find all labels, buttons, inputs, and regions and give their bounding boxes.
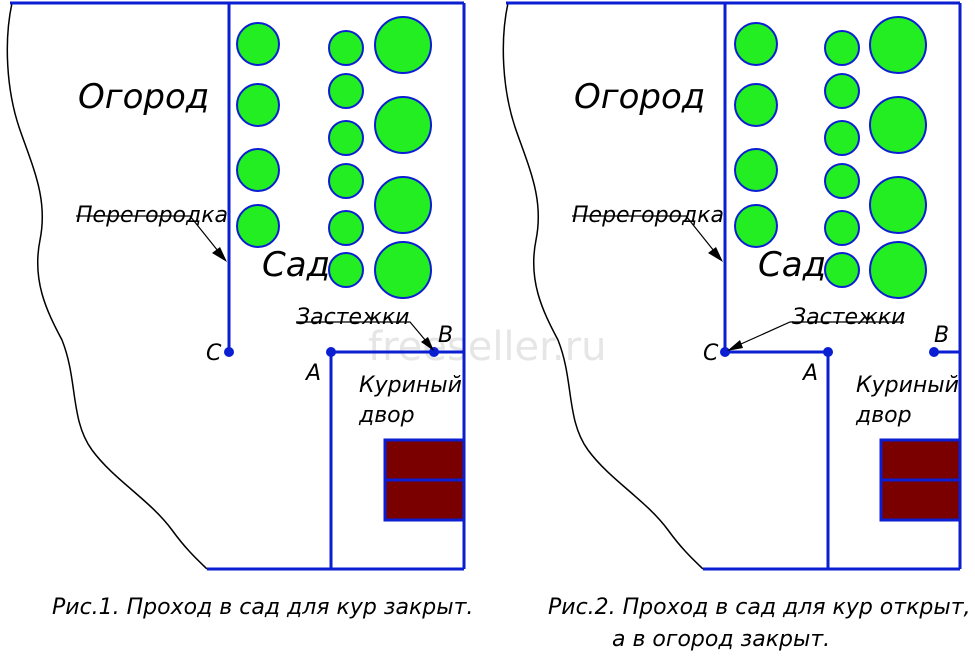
- tree: [328, 163, 364, 199]
- label-partition: Перегородка: [76, 203, 228, 228]
- orchard-trees: [734, 16, 927, 299]
- tree: [374, 96, 432, 154]
- latch-arrowhead: [421, 337, 434, 351]
- tree: [869, 16, 927, 74]
- label-orchard: Сад: [262, 245, 330, 285]
- label-point-a: A: [304, 361, 321, 386]
- tree: [328, 120, 364, 156]
- tree: [328, 30, 364, 66]
- tree: [734, 22, 778, 66]
- label-yard-line1: Куриный: [359, 373, 462, 398]
- figure-1: Огород Перегородка Сад Застежки Куриный …: [6, 1, 473, 620]
- tree: [734, 204, 778, 248]
- tree: [328, 252, 364, 288]
- tree: [824, 163, 860, 199]
- tree: [824, 73, 860, 109]
- tree: [824, 120, 860, 156]
- tree: [824, 30, 860, 66]
- figure-2-caption-line1: Рис.2. Проход в сад для кур открыт,: [548, 595, 971, 620]
- tree: [328, 210, 364, 246]
- partition-leader: [572, 215, 719, 257]
- point-c-marker: [720, 347, 730, 357]
- label-partition: Перегородка: [572, 203, 724, 228]
- partition-arrowhead: [708, 247, 723, 262]
- label-latches: Застежки: [792, 305, 905, 330]
- label-yard-line1: Куриный: [856, 373, 959, 398]
- tree: [869, 96, 927, 154]
- tree: [869, 176, 927, 234]
- figure-1-caption: Рис.1. Проход в сад для кур закрыт.: [52, 595, 473, 620]
- tree: [236, 204, 280, 248]
- tree: [236, 83, 280, 127]
- tree: [869, 241, 927, 299]
- figure-2: Огород Перегородка Сад Застежки Куриный …: [502, 1, 971, 652]
- tree: [374, 16, 432, 74]
- label-point-b: B: [438, 323, 453, 348]
- label-yard-line2: двор: [358, 403, 415, 428]
- label-vegetable-garden: Огород: [574, 77, 705, 117]
- point-a-marker: [823, 347, 833, 357]
- latch-leader: [731, 321, 904, 349]
- chicken-coop-bottom: [879, 478, 962, 522]
- label-orchard: Сад: [758, 245, 826, 285]
- chicken-coop-bottom: [383, 478, 466, 522]
- point-b-marker: [929, 347, 939, 357]
- tree: [236, 22, 280, 66]
- watermark: freeseller.ru: [368, 324, 606, 370]
- plot-boundary-left: [502, 2, 704, 570]
- tree: [236, 148, 280, 192]
- label-point-b: B: [934, 323, 949, 348]
- label-point-a: A: [801, 361, 818, 386]
- tree: [824, 252, 860, 288]
- tree: [374, 176, 432, 234]
- orchard-trees: [236, 16, 432, 299]
- point-a-marker: [326, 347, 336, 357]
- point-b-marker: [429, 347, 439, 357]
- point-c-marker: [224, 347, 234, 357]
- latch-arrowhead: [727, 340, 743, 351]
- plot-boundary-left: [6, 2, 208, 570]
- label-latches: Застежки: [296, 305, 409, 330]
- tree: [328, 73, 364, 109]
- tree: [734, 148, 778, 192]
- tree: [374, 241, 432, 299]
- partition-arrowhead: [212, 247, 227, 262]
- partition-leader: [76, 215, 223, 257]
- figure-2-caption-line2: а в огород закрыт.: [612, 627, 830, 652]
- chicken-coop-top: [879, 438, 962, 482]
- label-point-c: C: [206, 341, 222, 366]
- tree: [824, 210, 860, 246]
- chicken-coop-top: [383, 438, 466, 482]
- tree: [734, 83, 778, 127]
- label-vegetable-garden: Огород: [78, 77, 209, 117]
- latch-leader: [297, 321, 432, 348]
- label-yard-line2: двор: [855, 403, 912, 428]
- label-point-c: C: [703, 341, 719, 366]
